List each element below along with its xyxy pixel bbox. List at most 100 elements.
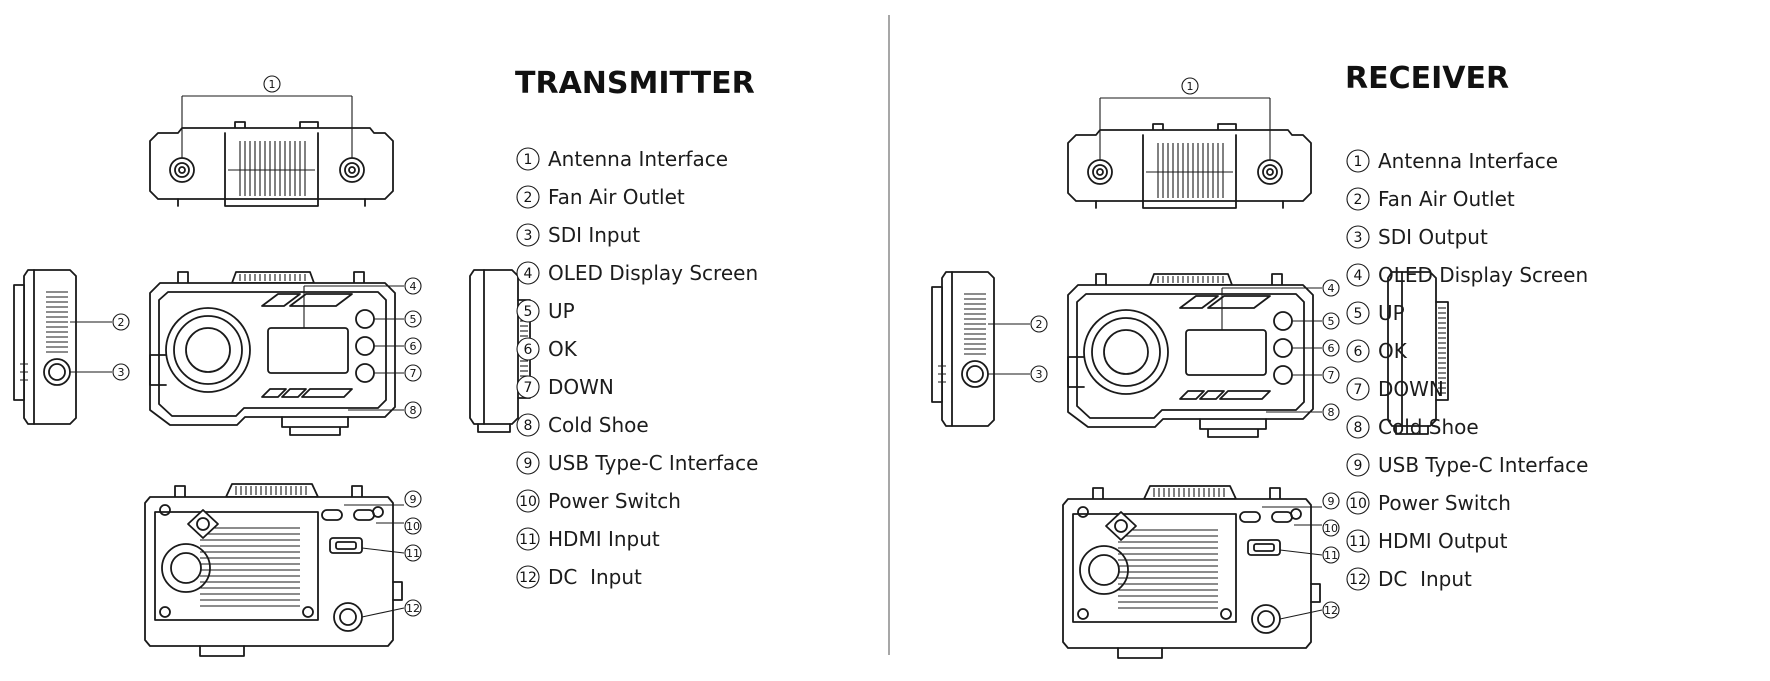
top-view [149, 121, 394, 207]
legend-item: 10 Power Switch [1346, 491, 1511, 515]
svg-text:12: 12 [1324, 604, 1338, 617]
legend-item-number: 12 [1349, 572, 1367, 588]
panel-title: RECEIVER [1345, 61, 1509, 96]
svg-text:9: 9 [410, 493, 417, 506]
legend-item-label: SDI Output [1378, 225, 1488, 249]
svg-text:6: 6 [1328, 342, 1335, 355]
callout-11: 11 [404, 544, 422, 562]
callout-9: 9 [404, 490, 422, 508]
callout-4: 4 [1322, 279, 1340, 297]
callout-6: 6 [1322, 339, 1340, 357]
svg-text:8: 8 [410, 404, 417, 417]
legend-item-number: 3 [524, 228, 533, 244]
legend-item: 4 OLED Display Screen [516, 261, 758, 285]
callout-5: 5 [404, 310, 422, 328]
callout-7: 7 [1322, 366, 1340, 384]
callout-5: 5 [1322, 312, 1340, 330]
svg-text:8: 8 [1328, 406, 1335, 419]
svg-text:1: 1 [1187, 80, 1194, 93]
legend-item-number: 1 [524, 152, 533, 168]
callout-4: 4 [404, 277, 422, 295]
legend-item-label: OLED Display Screen [1378, 263, 1588, 287]
legend-item-label: DOWN [548, 375, 614, 399]
legend-item-number: 1 [1354, 154, 1363, 170]
legend-item-number: 2 [1354, 192, 1363, 208]
legend-item-number: 10 [519, 494, 537, 510]
legend-item-number: 12 [519, 570, 537, 586]
legend-item-number: 7 [524, 380, 533, 396]
callout-10: 10 [1322, 519, 1340, 537]
callout-7: 7 [404, 364, 422, 382]
legend-item: 1 Antenna Interface [516, 147, 728, 171]
callout-1: 1 [263, 75, 281, 93]
svg-text:5: 5 [410, 313, 417, 326]
legend-item-label: Antenna Interface [548, 147, 728, 171]
svg-text:4: 4 [1328, 282, 1335, 295]
legend-item-number: 5 [524, 304, 533, 320]
callout-2: 2 [1030, 315, 1048, 333]
legend-item-label: UP [1378, 301, 1405, 325]
svg-text:4: 4 [410, 280, 417, 293]
callout-8: 8 [1322, 403, 1340, 421]
legend-item-label: DOWN [1378, 377, 1444, 401]
callout-6: 6 [404, 337, 422, 355]
svg-text:1: 1 [269, 78, 276, 91]
legend-item-label: Power Switch [548, 489, 681, 513]
legend-item-label: OK [548, 337, 578, 361]
legend-item-label: OLED Display Screen [548, 261, 758, 285]
callout-12: 12 [1322, 601, 1340, 619]
legend-item-number: 4 [524, 266, 533, 282]
legend-item-label: OK [1378, 339, 1408, 363]
legend-item: 2 Fan Air Outlet [516, 185, 685, 209]
callout-3: 3 [112, 363, 130, 381]
legend-item-label: USB Type-C Interface [1378, 453, 1588, 477]
svg-text:11: 11 [1324, 549, 1338, 562]
svg-text:3: 3 [118, 366, 125, 379]
back-view [144, 483, 403, 657]
legend-item-label: DC Input [548, 565, 642, 589]
callout-1: 1 [1181, 77, 1199, 95]
legend-item-label: Fan Air Outlet [548, 185, 685, 209]
panel-title: TRANSMITTER [515, 66, 755, 101]
callout-12: 12 [404, 599, 422, 617]
legend-item: 12 DC Input [516, 565, 642, 589]
legend-item-number: 2 [524, 190, 533, 206]
svg-text:11: 11 [406, 547, 420, 560]
legend-item-label: HDMI Input [548, 527, 660, 551]
callout-8: 8 [404, 401, 422, 419]
callout-9: 9 [1322, 492, 1340, 510]
svg-text:10: 10 [406, 520, 420, 533]
legend-item: 7 DOWN [516, 375, 614, 399]
svg-text:12: 12 [406, 602, 420, 615]
left-side-view [931, 271, 995, 427]
back-view [1062, 485, 1321, 659]
legend-item-number: 11 [519, 532, 537, 548]
legend-item-label: USB Type-C Interface [548, 451, 758, 475]
top-view [1067, 123, 1312, 209]
legend-item-label: Cold Shoe [548, 413, 649, 437]
legend-item-number: 3 [1354, 230, 1363, 246]
legend-item-label: Cold Shoe [1378, 415, 1479, 439]
callout-10: 10 [404, 517, 422, 535]
legend-item-number: 10 [1349, 496, 1367, 512]
svg-text:3: 3 [1036, 368, 1043, 381]
legend-item-label: Fan Air Outlet [1378, 187, 1515, 211]
legend-item: 3 SDI Output [1346, 225, 1488, 249]
svg-text:5: 5 [1328, 315, 1335, 328]
right-side-view [1387, 271, 1449, 435]
legend-item-label: Power Switch [1378, 491, 1511, 515]
callout-11: 11 [1322, 546, 1340, 564]
svg-text:7: 7 [410, 367, 417, 380]
legend-item-label: Antenna Interface [1378, 149, 1558, 173]
